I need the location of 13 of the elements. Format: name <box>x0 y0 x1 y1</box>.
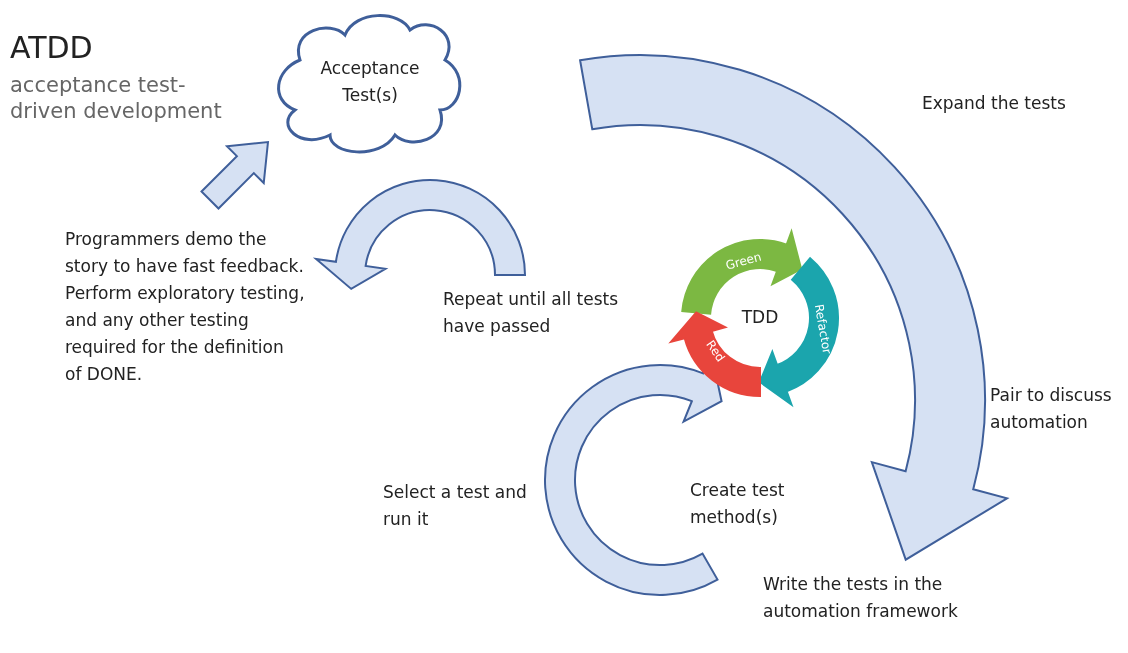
cycle-center-label: TDD <box>730 304 790 331</box>
cycle-step-label: Green <box>723 248 764 275</box>
title: ATDD <box>10 30 93 66</box>
subtitle: acceptance test-driven development <box>10 72 223 124</box>
step-label: Pair to discuss automation <box>990 384 1113 434</box>
step-label: Repeat until all tests have passed <box>443 288 620 338</box>
cycle-step-label: Refactor <box>810 302 836 357</box>
step-label: Write the tests in the automation framework <box>763 573 959 623</box>
step-label: Create test method(s) <box>690 479 786 529</box>
step-label: Expand the tests <box>922 92 1067 115</box>
step-label: Select a test and run it <box>383 481 528 531</box>
cloud-label: Acceptance Test(s) <box>310 55 430 109</box>
step-note: Programmers demo the story to have fast feedback. Perform exploratory testing, and any other testing required for the definition of DONE. <box>65 228 305 386</box>
